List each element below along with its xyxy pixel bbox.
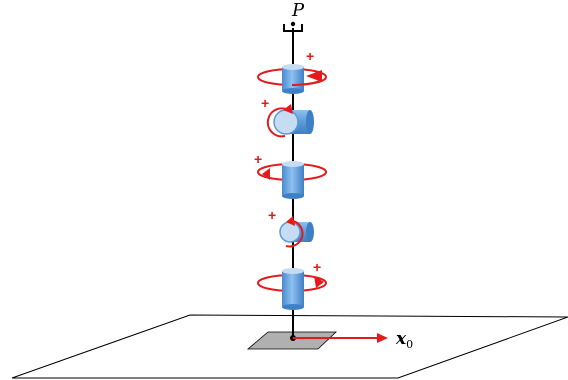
joint-4-horizontal [279, 216, 314, 248]
joint-3-sign: + [254, 151, 262, 167]
joint-1-vertical [257, 64, 327, 94]
end-point-label: P [291, 0, 305, 21]
x0-axis-subscript: 0 [406, 338, 413, 351]
x0-axis-symbol: x [395, 329, 407, 349]
joint-4-sign: + [268, 207, 276, 223]
floor-plane [11, 314, 568, 379]
x0-axis-arrow [293, 333, 388, 343]
joint-5-sign: + [313, 259, 321, 275]
joint-2-horizontal [266, 104, 314, 138]
joint-5-vertical [257, 268, 327, 310]
gripper-icon [283, 21, 303, 32]
x0-axis-label: x0 [395, 329, 413, 351]
joint-1-sign: + [306, 48, 314, 64]
joint-3-vertical [257, 161, 327, 199]
joint-2-sign: + [261, 95, 269, 111]
